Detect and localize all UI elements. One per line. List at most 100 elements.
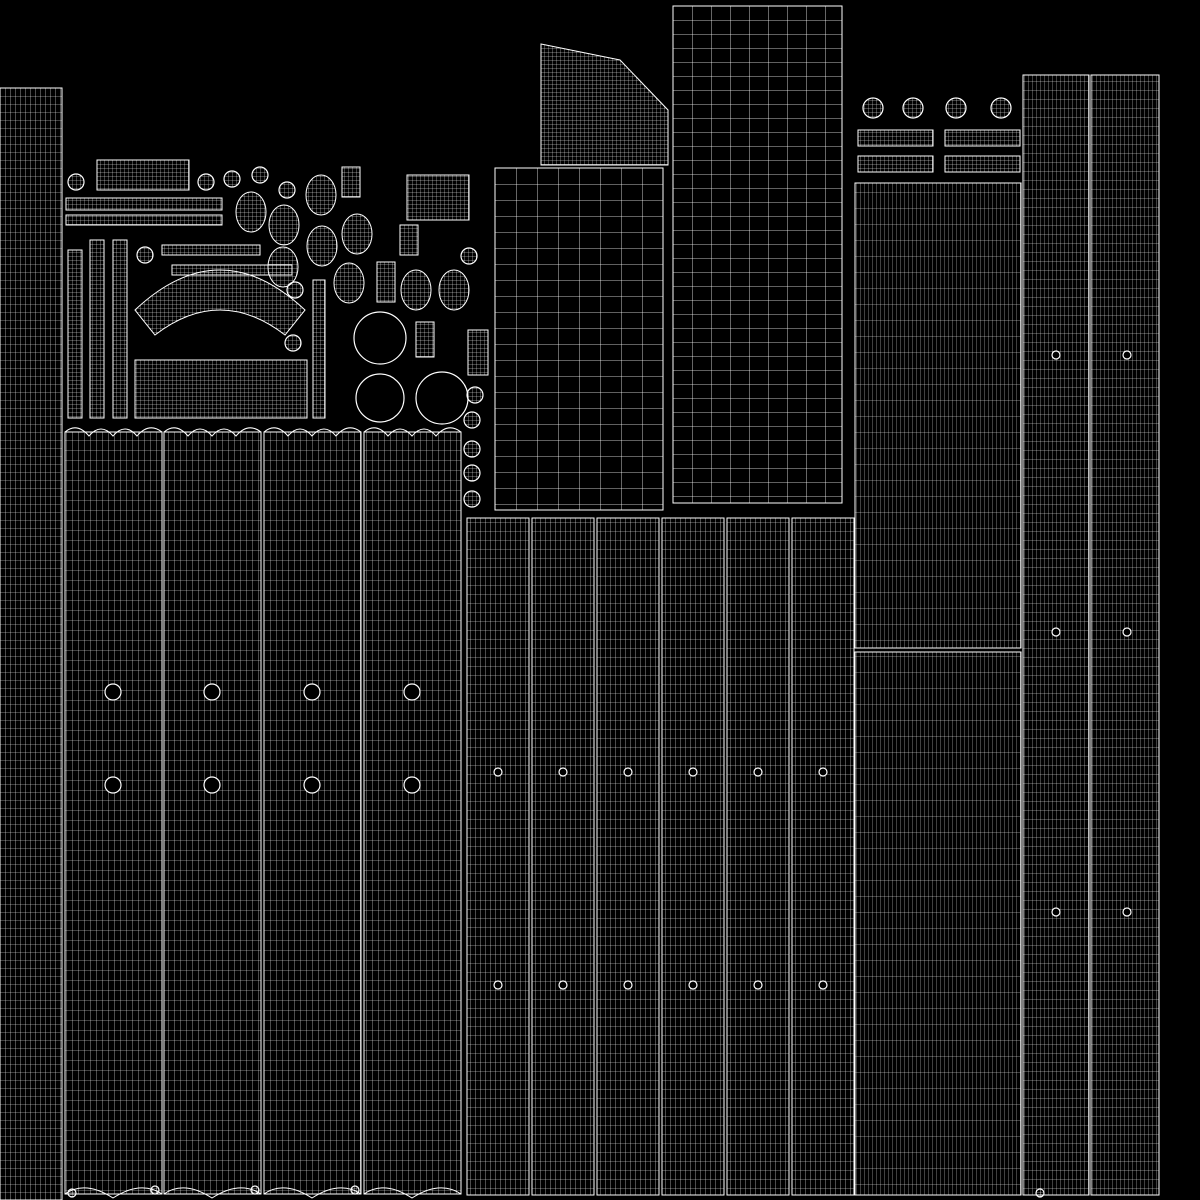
uv-small-sphere	[1035, 1188, 1045, 1198]
uv-panel-edge	[363, 1187, 462, 1199]
uv-island-panel	[363, 431, 462, 1195]
uv-panel-edge	[163, 427, 262, 437]
uv-small-piece	[67, 249, 83, 419]
uv-hole-ring	[104, 683, 122, 701]
uv-oval-piece	[305, 174, 337, 216]
uv-small-sphere	[197, 173, 215, 191]
uv-small-sphere	[463, 411, 481, 429]
uv-small-piece	[112, 239, 128, 419]
uv-small-piece	[65, 197, 223, 211]
uv-small-sphere	[463, 440, 481, 458]
uv-small-sphere	[223, 170, 241, 188]
uv-hole-ring	[493, 980, 503, 990]
uv-hole-ring	[303, 683, 321, 701]
uv-arc-piece	[134, 269, 306, 336]
uv-island-left-strip	[0, 87, 63, 1200]
uv-hole-ring	[1051, 627, 1061, 637]
uv-small-sphere	[67, 173, 85, 191]
uv-hole-ring	[1051, 350, 1061, 360]
uv-small-piece	[415, 321, 435, 358]
uv-small-strip	[857, 129, 934, 147]
uv-hole-ring	[1122, 627, 1132, 637]
uv-panel-edge	[64, 427, 163, 437]
uv-hole-ring	[753, 980, 763, 990]
uv-small-sphere	[460, 247, 478, 265]
uv-hole-ring	[493, 767, 503, 777]
uv-small-piece	[341, 166, 361, 198]
uv-small-sphere	[862, 97, 884, 119]
uv-small-sphere	[250, 1185, 260, 1195]
uv-island-tall-grid	[672, 5, 843, 504]
uv-ring-piece	[353, 311, 407, 365]
uv-oval-piece	[306, 225, 338, 267]
uv-small-piece	[89, 239, 105, 419]
uv-island-right-upper	[854, 182, 1022, 649]
uv-small-sphere	[990, 97, 1012, 119]
uv-hole-ring	[818, 767, 828, 777]
uv-oval-piece	[267, 246, 299, 288]
uv-small-strip	[944, 155, 1021, 173]
uv-hole-ring	[688, 980, 698, 990]
uv-small-sphere	[150, 1185, 160, 1195]
uv-small-piece	[134, 359, 308, 419]
uv-hole-ring	[1122, 907, 1132, 917]
uv-island-panel	[163, 431, 262, 1195]
uv-hole-ring	[1122, 350, 1132, 360]
uv-ring-piece	[415, 371, 469, 425]
uv-small-piece	[376, 261, 396, 303]
uv-small-piece	[399, 224, 419, 256]
uv-island-column	[531, 517, 595, 1196]
uv-oval-piece	[438, 269, 470, 311]
uv-small-piece	[406, 174, 470, 221]
uv-oval-piece	[268, 204, 300, 246]
uv-hole-ring	[104, 776, 122, 794]
uv-hole-ring	[203, 683, 221, 701]
uv-small-piece	[467, 329, 489, 376]
uv-small-sphere	[902, 97, 924, 119]
uv-hole-ring	[403, 683, 421, 701]
uv-hole-ring	[688, 767, 698, 777]
uv-small-sphere	[67, 1188, 77, 1198]
uv-small-strip	[944, 129, 1021, 147]
uv-hole-ring	[623, 767, 633, 777]
uv-small-sphere	[278, 181, 296, 199]
uv-small-piece	[312, 279, 326, 419]
uv-island-panel	[64, 431, 163, 1195]
uv-small-sphere	[463, 490, 481, 508]
uv-hole-ring	[558, 980, 568, 990]
uv-small-sphere	[466, 386, 484, 404]
uv-hole-ring	[303, 776, 321, 794]
uv-island-column	[596, 517, 660, 1196]
uv-small-sphere	[286, 281, 304, 299]
uv-hole-ring	[403, 776, 421, 794]
uv-oval-piece	[341, 213, 373, 255]
uv-small-strip	[857, 155, 934, 173]
uv-small-piece	[96, 159, 190, 191]
uv-panel-edge	[163, 1187, 262, 1199]
uv-small-sphere	[945, 97, 967, 119]
uv-hole-ring	[623, 980, 633, 990]
uv-panel-edge	[263, 1187, 362, 1199]
uv-hole-ring	[1051, 907, 1061, 917]
uv-oval-piece	[333, 262, 365, 304]
uv-small-sphere	[463, 464, 481, 482]
uv-small-sphere	[284, 334, 302, 352]
uv-cluster-pieces	[540, 43, 669, 166]
uv-ring-piece	[355, 373, 405, 423]
uv-island-column	[791, 517, 855, 1196]
uv-island-column	[661, 517, 725, 1196]
uv-island-column	[466, 517, 530, 1196]
uv-oval-piece	[400, 269, 432, 311]
uv-hole-ring	[558, 767, 568, 777]
uv-oval-piece	[235, 191, 267, 233]
uv-small-sphere	[136, 246, 154, 264]
uv-panel-edge	[363, 427, 462, 437]
uv-panel-edge	[64, 1187, 163, 1199]
uv-small-piece	[161, 244, 261, 256]
uv-island-panel	[263, 431, 362, 1195]
uv-small-piece	[65, 214, 223, 226]
uv-hole-ring	[753, 767, 763, 777]
uv-hole-ring	[818, 980, 828, 990]
uv-panel-edge	[263, 427, 362, 437]
